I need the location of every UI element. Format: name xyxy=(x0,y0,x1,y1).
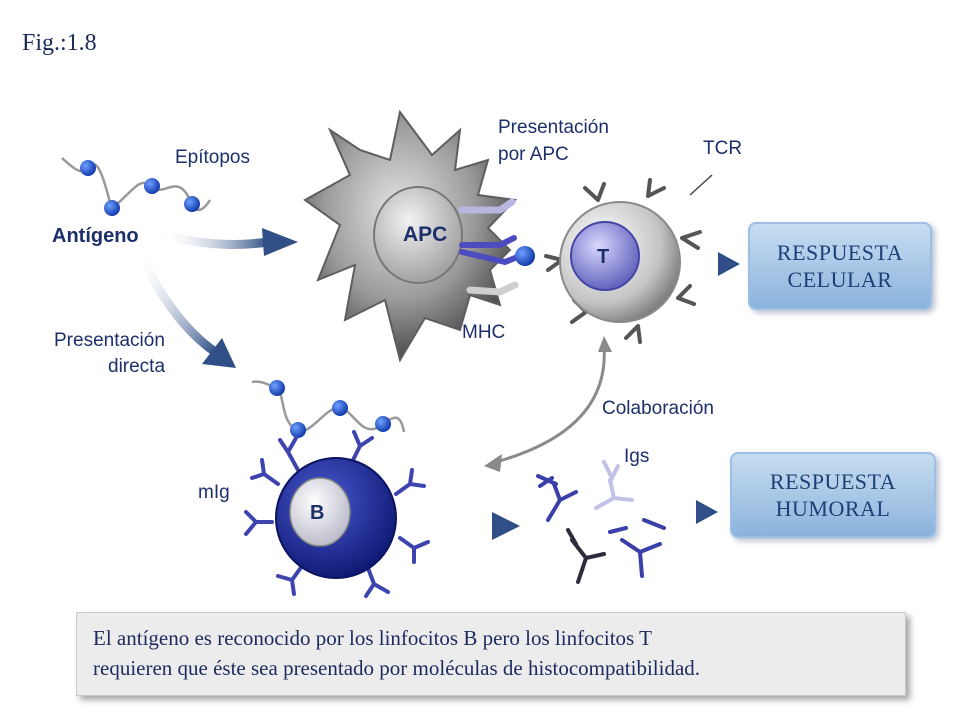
epitope-dot xyxy=(332,400,348,416)
epitope-dot xyxy=(290,422,306,438)
epitope-dot xyxy=(184,196,200,212)
respuesta-humoral-line2: HUMORAL xyxy=(775,496,891,521)
epitope-dot xyxy=(104,200,120,216)
presented-epitope-dot xyxy=(515,246,535,266)
epitope-dot xyxy=(80,160,96,176)
arrow-b-to-igs xyxy=(412,512,520,540)
antibody xyxy=(566,528,606,584)
respuesta-celular-line2: CELULAR xyxy=(787,267,893,292)
caption-box: El antígeno es reconocido por los linfoc… xyxy=(76,612,906,696)
presentacion-directa-label-line1: Presentación xyxy=(54,330,165,351)
caption-line1: El antígeno es reconocido por los linfoc… xyxy=(93,626,652,650)
t-cell-nucleus xyxy=(570,221,640,291)
igs-antibodies xyxy=(536,460,666,584)
respuesta-celular-line1: RESPUESTA xyxy=(776,239,904,265)
tcr-pointer-line xyxy=(689,174,713,196)
colaboracion-label: Colaboración xyxy=(602,398,714,419)
presentacion-directa-label-line2: directa xyxy=(108,356,165,377)
apc-label: APC xyxy=(403,223,447,246)
figure-label: Fig.:1.8 xyxy=(22,30,97,56)
antigen-molecule xyxy=(61,157,212,216)
t-cell: T xyxy=(544,178,702,344)
presentacion-apc-label-line1: Presentación xyxy=(498,117,609,138)
igs-label: Igs xyxy=(624,446,649,467)
b-cell-label: B xyxy=(310,502,324,524)
antibody xyxy=(536,474,578,522)
epitope-dot xyxy=(375,416,391,432)
respuesta-humoral-box: RESPUESTA HUMORAL xyxy=(730,452,936,538)
caption-line2: requieren que éste sea presentado por mo… xyxy=(93,656,701,681)
arrow-t-to-respuesta-celular xyxy=(680,252,740,276)
respuesta-humoral-line1: RESPUESTA xyxy=(769,468,897,494)
t-cell-label: T xyxy=(597,246,609,268)
tcr-label: TCR xyxy=(703,138,742,159)
epitope-dot xyxy=(269,380,285,396)
arrow-igs-to-respuesta-humoral xyxy=(668,500,718,524)
epitope-dot xyxy=(144,178,160,194)
epitopos-label: Epítopos xyxy=(175,147,250,168)
respuesta-celular-box: RESPUESTA CELULAR xyxy=(748,222,932,310)
colaboracion-arrow xyxy=(484,336,612,472)
antibody xyxy=(594,460,634,510)
arrow-antigen-to-apc xyxy=(156,227,298,256)
mhc-receptor xyxy=(458,198,523,296)
b-cell-nucleus xyxy=(289,477,351,547)
presentacion-apc-label-line2: por APC xyxy=(498,144,569,165)
b-cell: B xyxy=(244,430,430,598)
mig-label: mIg xyxy=(198,482,230,503)
antigen-molecule-b xyxy=(251,380,406,438)
antibody xyxy=(608,518,666,578)
antigeno-label: Antígeno xyxy=(52,225,139,247)
mhc-label: MHC xyxy=(462,322,505,343)
mig-receptors xyxy=(244,430,430,598)
arrow-antigen-to-b-cell xyxy=(135,250,236,368)
apc-cell: APC xyxy=(303,109,535,363)
apc-nucleus xyxy=(373,186,463,284)
